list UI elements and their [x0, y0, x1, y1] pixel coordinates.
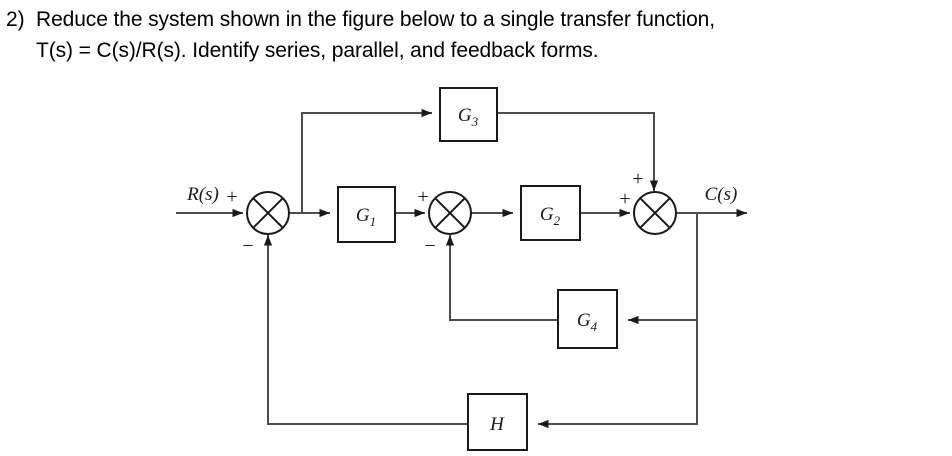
block-g1: G1: [337, 186, 396, 243]
block-diagram-svg: + − + − + + G3 G1: [176, 87, 747, 451]
wire-h-to-sum1: [263, 235, 468, 425]
block-g3: G3: [439, 87, 498, 142]
question-line-1-text: Reduce the system shown in the figure be…: [36, 8, 715, 31]
sum1-plus-sign: +: [226, 186, 237, 208]
question-line-2-text: T(s) = C(s)/R(s). Identify series, paral…: [36, 39, 599, 62]
summing-junction-2: [428, 191, 472, 235]
sum1-minus-sign: −: [242, 235, 253, 257]
question-text: 2) Reduce the system shown in the figure …: [6, 4, 952, 66]
block-g2-label: G2: [540, 204, 561, 228]
wire-branch-to-g3: [301, 108, 432, 213]
sum3-cross-icon: [639, 197, 671, 229]
block-g2: G2: [520, 185, 581, 241]
input-signal-label: R(s): [186, 184, 219, 205]
summing-junction-1: [246, 191, 290, 235]
summing-junction-3: [633, 191, 677, 235]
block-g3-label: G3: [458, 105, 479, 129]
question-line-1: 2) Reduce the system shown in the figure …: [6, 4, 952, 35]
block-h: H: [467, 393, 528, 451]
question-line-2: T(s) = C(s)/R(s). Identify series, paral…: [6, 35, 952, 66]
sum2-plus-sign: +: [417, 186, 428, 208]
block-g4-label: G4: [577, 310, 598, 334]
output-signal-label: C(s): [705, 184, 738, 205]
question-number: 2): [6, 8, 25, 31]
sum3-plus-left-sign: +: [619, 188, 630, 210]
sum2-minus-sign: −: [424, 235, 435, 257]
sum2-cross-icon: [434, 197, 466, 229]
wire-g4-to-sum2: [445, 235, 558, 321]
sum1-cross-icon: [252, 197, 284, 229]
block-diagram: + − + − + + G3 G1: [0, 72, 952, 456]
sum3-plus-top-sign: +: [632, 168, 643, 190]
block-g4: G4: [557, 289, 618, 349]
wire-output-to-h: [538, 320, 698, 429]
block-h-label: H: [489, 414, 505, 435]
block-g1-label: G1: [356, 205, 376, 229]
wire-g3-to-sum3: [497, 112, 659, 191]
